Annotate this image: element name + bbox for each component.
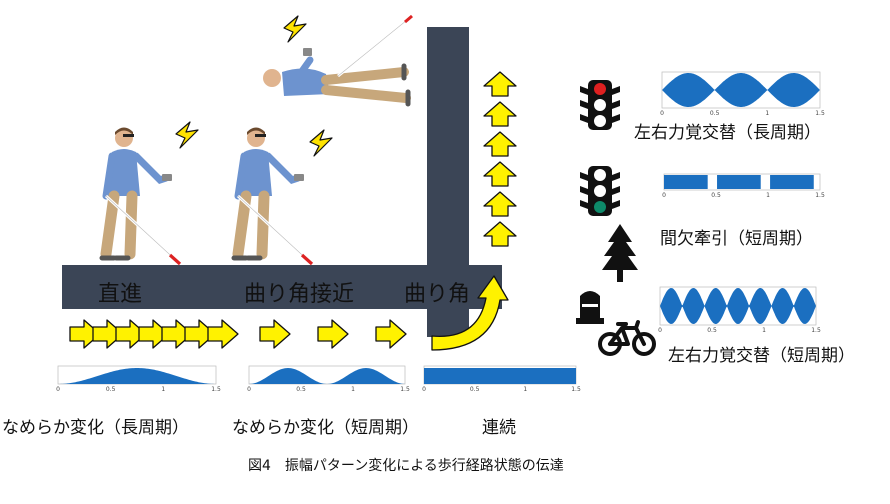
label-straight: 直進 bbox=[98, 282, 143, 307]
label-smooth-short: なめらか変化（短周期） bbox=[232, 418, 419, 438]
tree-icon bbox=[602, 224, 638, 282]
axis-tick-label: 0 bbox=[422, 386, 426, 393]
waveform-intermittent: 0 0.5 1 1.5 bbox=[662, 173, 825, 199]
axis-tick-label: 1.5 bbox=[811, 327, 821, 334]
label-corner-approach: 曲り角接近 bbox=[244, 282, 355, 307]
axis-tick-label: 1 bbox=[351, 386, 355, 393]
axis-tick-label: 0.5 bbox=[711, 192, 721, 199]
axis-tick-label: 0 bbox=[658, 327, 662, 334]
bicycle-icon bbox=[598, 320, 656, 356]
axis-tick-label: 0 bbox=[662, 192, 666, 199]
bollard-icon bbox=[576, 291, 604, 324]
lightning-icon bbox=[283, 15, 307, 43]
traffic-light-red-icon bbox=[580, 80, 620, 130]
lightning-icon bbox=[309, 129, 333, 157]
up-arrow-icon bbox=[483, 161, 517, 187]
axis-tick-label: 1 bbox=[762, 327, 766, 334]
waveform-alternate-short: 0 0.5 1 1.5 bbox=[658, 286, 821, 334]
walking-person-icon bbox=[234, 128, 312, 265]
right-arrow-icon bbox=[317, 319, 349, 349]
axis-tick-label: 1 bbox=[523, 386, 527, 393]
label-continuous: 連続 bbox=[482, 418, 516, 438]
axis-tick-label: 0 bbox=[247, 386, 251, 393]
right-arrow-icon bbox=[375, 319, 407, 349]
falling-person-icon bbox=[263, 14, 413, 107]
waveform-continuous: 0 0.5 1 1.5 bbox=[422, 365, 581, 393]
right-arrow-icon bbox=[259, 319, 291, 349]
label-smooth-long: なめらか変化（長周期） bbox=[2, 418, 189, 438]
axis-tick-label: 0.5 bbox=[710, 110, 720, 117]
vertical-path bbox=[427, 27, 469, 337]
axis-tick-label: 0.5 bbox=[296, 386, 306, 393]
lightning-icon bbox=[175, 121, 199, 149]
waveform-smooth-long: 0 0.5 1 1.5 bbox=[56, 365, 221, 393]
traffic-light-green-icon bbox=[580, 166, 620, 216]
right-arrow-icon bbox=[207, 319, 239, 349]
axis-tick-label: 1.5 bbox=[400, 386, 410, 393]
label-corner: 曲り角 bbox=[404, 282, 471, 307]
label-intermittent: 間欠牽引（短周期） bbox=[660, 229, 813, 249]
walking-person-icon bbox=[102, 128, 180, 265]
arrow-column-up bbox=[483, 71, 517, 247]
up-arrow-icon bbox=[483, 191, 517, 217]
axis-tick-label: 0 bbox=[660, 110, 664, 117]
arrow-row-approach bbox=[259, 319, 407, 349]
label-alternate-long: 左右力覚交替（長周期） bbox=[634, 123, 821, 143]
arrow-row-straight bbox=[69, 319, 239, 349]
waveform-smooth-short: 0 0.5 1 1.5 bbox=[247, 365, 410, 393]
axis-tick-label: 1.5 bbox=[211, 386, 221, 393]
turn-arrow bbox=[431, 275, 509, 351]
up-arrow-icon bbox=[483, 221, 517, 247]
axis-tick-label: 1 bbox=[161, 386, 165, 393]
waveform-alternate-long: 0 0.5 1 1.5 bbox=[660, 71, 825, 117]
axis-tick-label: 1 bbox=[765, 110, 769, 117]
axis-tick-label: 0.5 bbox=[707, 327, 717, 334]
axis-tick-label: 0.5 bbox=[106, 386, 116, 393]
axis-tick-label: 1 bbox=[766, 192, 770, 199]
label-alternate-short: 左右力覚交替（短周期） bbox=[668, 346, 855, 366]
axis-tick-label: 1.5 bbox=[815, 110, 825, 117]
axis-tick-label: 1.5 bbox=[815, 192, 825, 199]
up-arrow-icon bbox=[483, 71, 517, 97]
axis-tick-label: 1.5 bbox=[571, 386, 581, 393]
axis-tick-label: 0.5 bbox=[470, 386, 480, 393]
figure-caption: 図4 振幅パターン変化による歩行経路状態の伝達 bbox=[248, 458, 564, 474]
up-arrow-icon bbox=[483, 101, 517, 127]
up-arrow-icon bbox=[483, 131, 517, 157]
axis-tick-label: 0 bbox=[56, 386, 60, 393]
